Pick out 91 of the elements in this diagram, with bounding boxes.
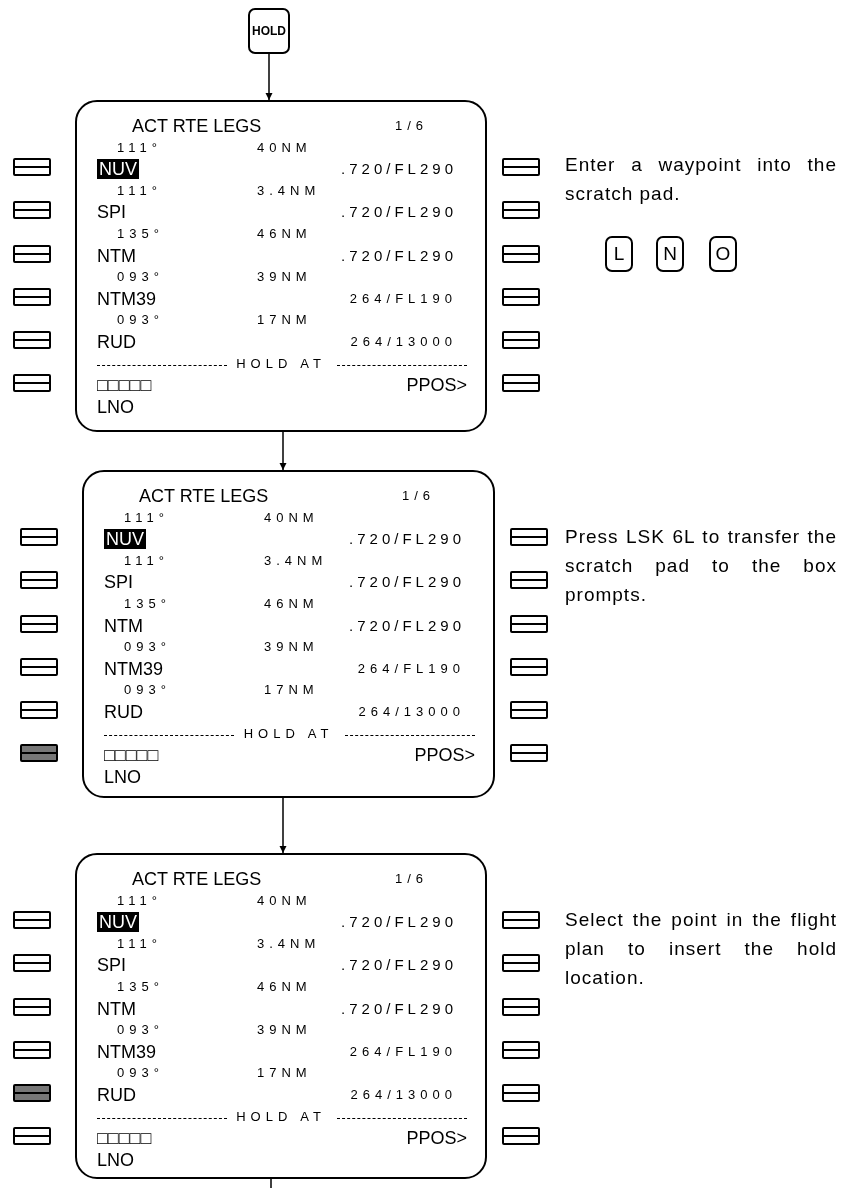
distance-value: 39NM <box>264 638 319 657</box>
page-title: ACT RTE LEGS <box>132 869 262 889</box>
instruction-text: Select the point in the flight plan to insert the hold location. <box>565 908 837 990</box>
page-number: 1/6 <box>395 117 429 135</box>
speed-altitude: .720/FL290 <box>349 572 465 593</box>
waypoint-name: NTM <box>97 245 136 266</box>
box-prompts: □□□□□ <box>97 375 152 396</box>
course-value: 135° <box>117 225 164 243</box>
speed-altitude: 264/FL190 <box>357 659 465 678</box>
waypoint-name: NTM <box>104 615 143 636</box>
speed-altitude: 264/13000 <box>350 1086 457 1104</box>
waypoint-name: NUV <box>97 159 139 180</box>
waypoint-name: SPI <box>97 955 126 976</box>
instruction-text: Enter a waypoint into the scratch pad. <box>565 153 837 206</box>
instruction-text: Press LSK 6L to transfer the scratch pad to the box prompts. <box>565 525 837 607</box>
waypoint-name: SPI <box>97 202 126 223</box>
distance-value: 17NM <box>257 1064 312 1083</box>
section-header: HOLD AT <box>243 724 334 743</box>
display-screen <box>82 470 495 798</box>
waypoint-name: NTM <box>97 998 136 1019</box>
distance-value: 40NM <box>264 508 319 527</box>
waypoint-name: RUD <box>97 332 136 352</box>
speed-altitude: .720/FL290 <box>341 912 457 933</box>
ppos-prompt: PPOS> <box>406 1128 467 1149</box>
course-value: 135° <box>117 978 164 996</box>
speed-altitude: 264/FL190 <box>349 1042 457 1061</box>
waypoint-name: NUV <box>97 912 139 933</box>
speed-altitude: 264/FL190 <box>349 289 457 308</box>
speed-altitude: 264/13000 <box>350 333 457 351</box>
course-value: 093° <box>117 1064 164 1083</box>
course-value: 093° <box>124 681 171 700</box>
distance-value: 17NM <box>257 311 312 330</box>
distance-value: 39NM <box>257 268 312 287</box>
distance-value: 46NM <box>264 595 319 613</box>
speed-altitude: .720/FL290 <box>349 615 465 636</box>
page-number: 1/6 <box>395 870 429 888</box>
distance-value: 3.4NM <box>257 934 321 953</box>
keyboard-key: N <box>656 236 684 272</box>
box-prompts: □□□□□ <box>104 745 159 766</box>
box-prompts: □□□□□ <box>97 1128 152 1149</box>
display-screen <box>75 853 487 1179</box>
distance-value: 40NM <box>257 891 312 910</box>
ppos-prompt: PPOS> <box>414 745 475 766</box>
display-screen <box>75 100 487 432</box>
waypoint-name: NTM39 <box>97 1041 156 1062</box>
course-value: 093° <box>117 268 164 287</box>
page-title: ACT RTE LEGS <box>139 486 269 506</box>
speed-altitude: .720/FL290 <box>341 955 457 976</box>
waypoint-name: NTM39 <box>104 658 163 679</box>
course-value: 111° <box>124 508 169 527</box>
arrow <box>265 53 273 101</box>
waypoint-name: NTM39 <box>97 288 156 309</box>
waypoint-name: NUV <box>104 529 146 550</box>
page-number: 1/6 <box>402 487 436 505</box>
speed-altitude: .720/FL290 <box>341 159 457 180</box>
speed-altitude: .720/FL290 <box>341 202 457 223</box>
scratch-pad-text: LNO <box>97 396 134 417</box>
section-header: HOLD AT <box>236 1107 326 1126</box>
scratch-pad-text: LNO <box>97 1149 134 1170</box>
distance-value: 3.4NM <box>264 551 328 570</box>
course-value: 135° <box>124 595 171 613</box>
waypoint-name: SPI <box>104 572 133 593</box>
course-value: 111° <box>117 891 162 910</box>
ppos-prompt: PPOS> <box>406 375 467 396</box>
distance-value: 46NM <box>257 978 312 996</box>
course-value: 111° <box>117 181 162 200</box>
distance-value: 46NM <box>257 225 312 243</box>
arrow <box>279 431 287 471</box>
page-title: ACT RTE LEGS <box>132 116 262 136</box>
course-value: 093° <box>117 1021 164 1040</box>
section-header: HOLD AT <box>236 354 326 373</box>
keyboard-key: HOLD <box>248 8 290 54</box>
distance-value: 3.4NM <box>257 181 321 200</box>
speed-altitude: .720/FL290 <box>341 998 457 1019</box>
course-value: 093° <box>124 638 171 657</box>
course-value: 111° <box>117 138 162 157</box>
course-value: 111° <box>117 934 162 953</box>
course-value: 093° <box>117 311 164 330</box>
keyboard-key: O <box>709 236 737 272</box>
course-value: 111° <box>124 551 169 570</box>
arrow <box>279 797 287 854</box>
speed-altitude: 264/13000 <box>358 703 465 721</box>
distance-value: 39NM <box>257 1021 312 1040</box>
waypoint-name: RUD <box>97 1085 136 1105</box>
keyboard-key: L <box>605 236 633 272</box>
speed-altitude: .720/FL290 <box>349 529 465 550</box>
distance-value: 40NM <box>257 138 312 157</box>
distance-value: 17NM <box>264 681 319 700</box>
scratch-pad-text: LNO <box>104 766 141 787</box>
waypoint-name: RUD <box>104 702 143 722</box>
speed-altitude: .720/FL290 <box>341 245 457 266</box>
